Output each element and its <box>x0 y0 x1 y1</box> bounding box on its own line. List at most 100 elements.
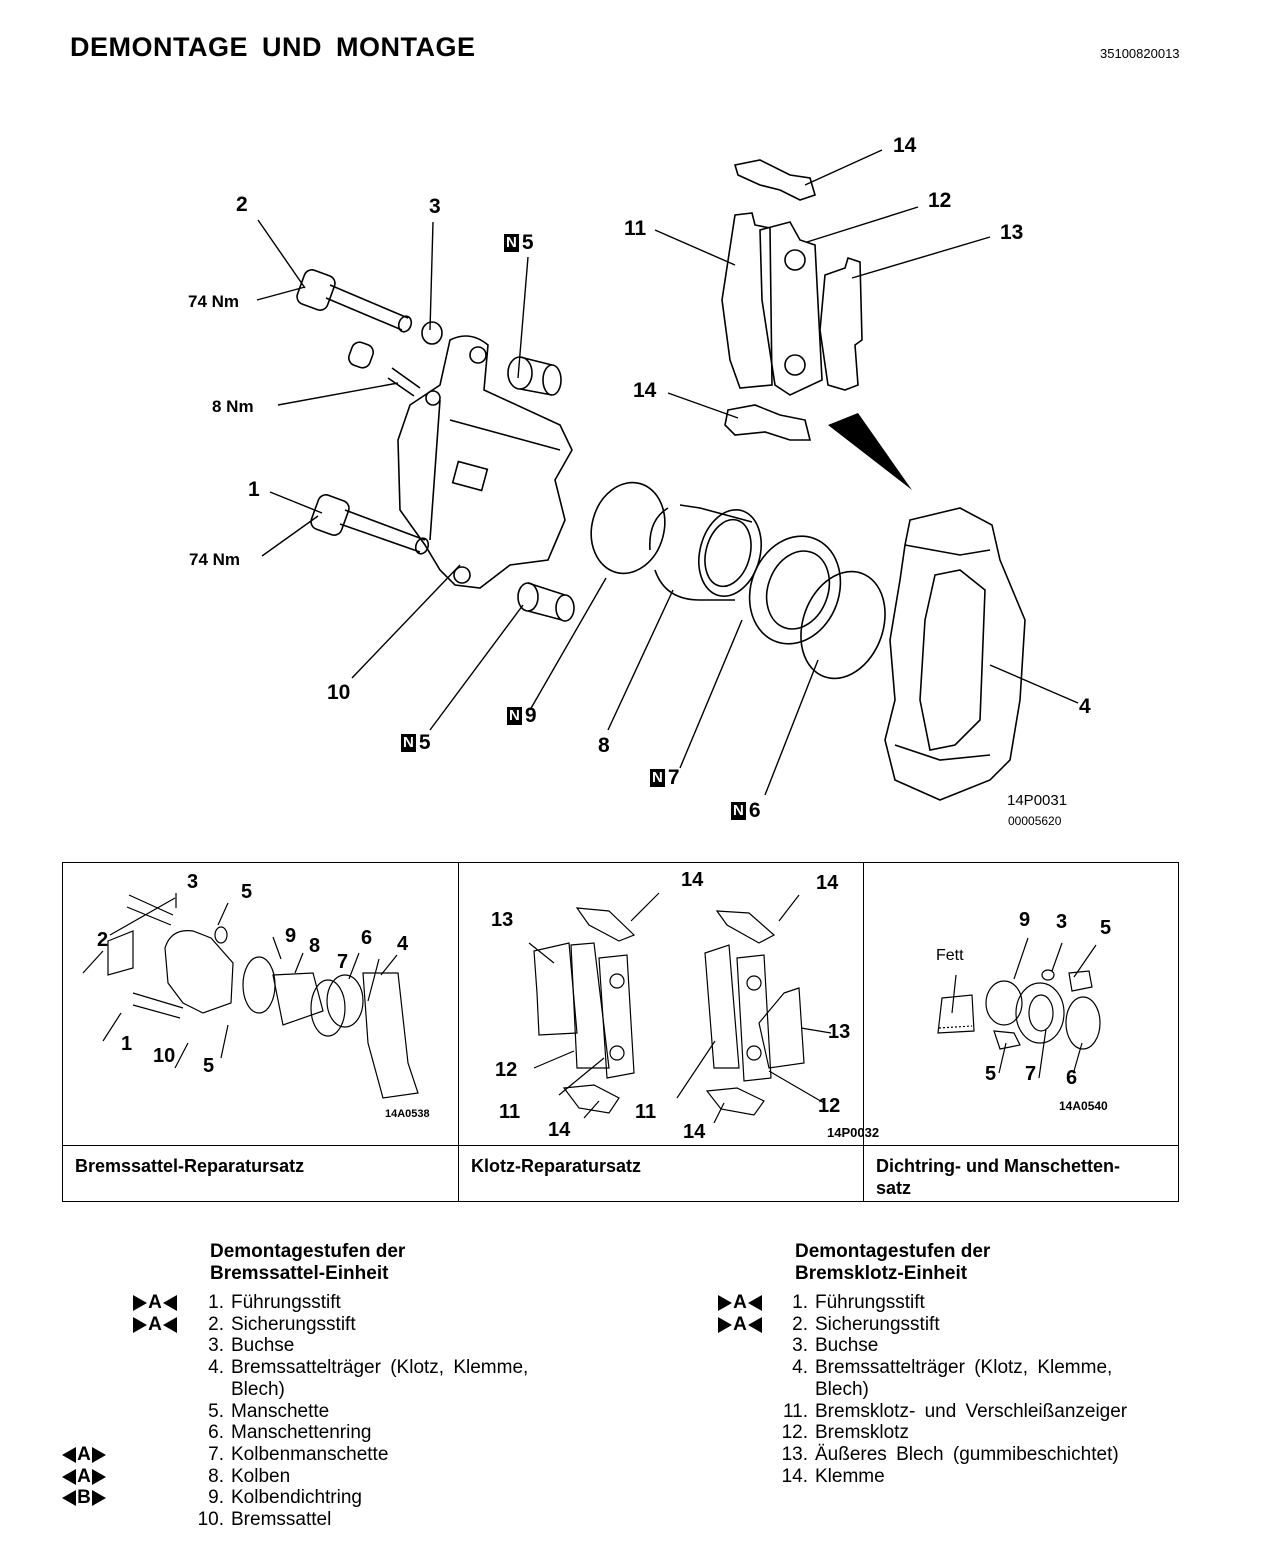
step-item: 1.Führungsstift <box>208 1292 341 1313</box>
document-id: 35100820013 <box>1100 46 1180 61</box>
step-item: 1.Führungsstift <box>792 1292 925 1313</box>
install-marks-left: A A <box>133 1292 177 1335</box>
kit1-callout-9: 9 <box>285 925 297 947</box>
new-part-badge: N <box>504 234 519 252</box>
kit2-figure-code: 14P0032 <box>827 1125 880 1140</box>
steps-left-list: 1.Führungsstift 2.Sicherungsstift 3.Buch… <box>196 1292 591 1531</box>
kit2-callout-13a: 13 <box>491 909 514 931</box>
step-item: 13.Äußeres Blech (gummibeschichtet) <box>781 1443 1119 1465</box>
install-mark: A <box>133 1292 177 1314</box>
new-part-badge: N <box>650 769 665 787</box>
callout-8: 8 <box>598 734 610 757</box>
step-item: 2.Sicherungsstift <box>792 1313 940 1335</box>
step-item: 10.Bremssattel <box>197 1509 332 1531</box>
kit2-callout-14a: 14 <box>681 869 704 891</box>
kit2-callout-14c: 14 <box>548 1119 571 1141</box>
figure-code: 14P0031 <box>1007 792 1068 809</box>
step-item: 11.Bremsklotz- und Verschleißanzeiger <box>782 1400 1128 1422</box>
callout-12: 12 <box>928 189 952 212</box>
kit-table-divider <box>63 1145 1178 1146</box>
removal-mark: A <box>62 1466 106 1488</box>
torque-pin-2: 74 Nm <box>188 292 240 311</box>
piston-boot <box>748 535 842 645</box>
steps-right-list: 1.Führungsstift 2.Sicherungsstift 3.Buch… <box>780 1292 1175 1487</box>
kit3-callout-6: 6 <box>1066 1067 1078 1089</box>
steps-left-heading: Demontagestufen der Bremssattel-Einheit <box>210 1241 405 1285</box>
kit-caliper-cell <box>63 863 459 1201</box>
kit3-callout-9: 9 <box>1019 909 1031 931</box>
kit1-callout-8: 8 <box>309 935 321 957</box>
callout-10: 10 <box>327 681 351 704</box>
kit2-callout-11b: 11 <box>635 1101 657 1123</box>
kit1-callout-5b: 5 <box>203 1055 215 1077</box>
step-item: 2.Sicherungsstift <box>208 1313 356 1335</box>
brake-pads <box>721 212 863 396</box>
kit1-callout-10: 10 <box>153 1045 176 1067</box>
piston-seal-ring <box>590 481 666 575</box>
steps-right-heading: Demontagestufen der Bremsklotz-Einheit <box>795 1241 990 1285</box>
seal-kit-diagram <box>937 937 1101 1079</box>
guide-pin-1 <box>310 494 430 555</box>
step-item: 4.Bremssattelträger (Klotz, Klemme, <box>208 1357 529 1379</box>
exploded-brake-caliper-diagram <box>256 149 1079 801</box>
kit2-callout-14d: 14 <box>683 1121 706 1143</box>
torque-pin-1: 74 Nm <box>189 550 241 569</box>
boot-bottom <box>517 582 575 622</box>
kit-label-pad: Klotz-Reparatursatz <box>471 1156 642 1176</box>
kit1-callout-7: 7 <box>337 951 349 973</box>
repair-kit-table: 3 5 2 9 8 6 4 7 1 10 5 14A0538 14 14 13 … <box>62 862 1179 1202</box>
guide-pin-2 <box>296 269 413 333</box>
kit3-callout-7: 7 <box>1025 1063 1037 1085</box>
step-item: 4.Bremssattelträger (Klotz, Klemme, <box>792 1357 1113 1379</box>
kit3-callout-5a: 5 <box>1100 917 1112 939</box>
step-item: 7.Kolbenmanschette <box>208 1443 389 1465</box>
new-part-badge: N <box>731 802 746 820</box>
steps-right-heading-line2: Bremsklotz-Einheit <box>795 1263 968 1284</box>
removal-marks-left: A A B <box>62 1444 106 1509</box>
steps-left-heading-line2: Bremssattel-Einheit <box>210 1263 389 1284</box>
callout-2: 2 <box>236 193 248 216</box>
caliper-support <box>884 507 1026 801</box>
kit-label-caliper: Bremssattel-Reparatursatz <box>75 1156 305 1176</box>
install-mark: A <box>718 1314 762 1336</box>
removal-mark: A <box>62 1444 106 1466</box>
kit1-callout-1: 1 <box>121 1033 133 1055</box>
piston <box>649 504 762 601</box>
callout-1: 1 <box>248 478 260 501</box>
kit2-callout-12a: 12 <box>495 1059 518 1081</box>
callout-14-bottom: 14 <box>633 379 657 402</box>
step-item: Blech) <box>231 1378 285 1400</box>
install-mark: A <box>718 1292 762 1314</box>
install-marks-right: A A <box>718 1292 762 1335</box>
new-part-badge: N <box>401 734 416 752</box>
kit-label-seal: Dichtring- und Manschetten- satz <box>876 1156 1120 1198</box>
callout-3: 3 <box>429 195 441 218</box>
step-item: 3.Buchse <box>208 1335 295 1357</box>
figure-subcode: 00005620 <box>1008 814 1062 828</box>
new-part-badge: N <box>507 707 522 725</box>
kit2-callout-13b: 13 <box>828 1021 851 1043</box>
callout-14-top: 14 <box>893 134 917 157</box>
grease-label: Fett <box>936 947 964 964</box>
pad-kit-diagram <box>528 892 832 1124</box>
kit1-callout-6: 6 <box>361 927 373 949</box>
step-item: 14.Klemme <box>781 1465 885 1487</box>
step-item: Blech) <box>815 1378 869 1400</box>
step-item: 9.Kolbendichtring <box>208 1487 362 1509</box>
torque-bleeder: 8 Nm <box>212 397 254 416</box>
kit-pad-cell <box>459 863 864 1201</box>
callout-11: 11 <box>624 217 647 240</box>
step-item: 8.Kolben <box>208 1465 291 1487</box>
removal-mark: B <box>62 1487 106 1509</box>
kit2-callout-12b: 12 <box>818 1095 841 1117</box>
leader-lines <box>256 149 1079 796</box>
step-item: 5.Manschette <box>208 1400 330 1422</box>
step-item: 6.Manschettenring <box>208 1422 372 1444</box>
install-mark: A <box>133 1314 177 1336</box>
callout-4: 4 <box>1079 695 1091 718</box>
kit3-figure-code: 14A0540 <box>1059 1099 1108 1113</box>
